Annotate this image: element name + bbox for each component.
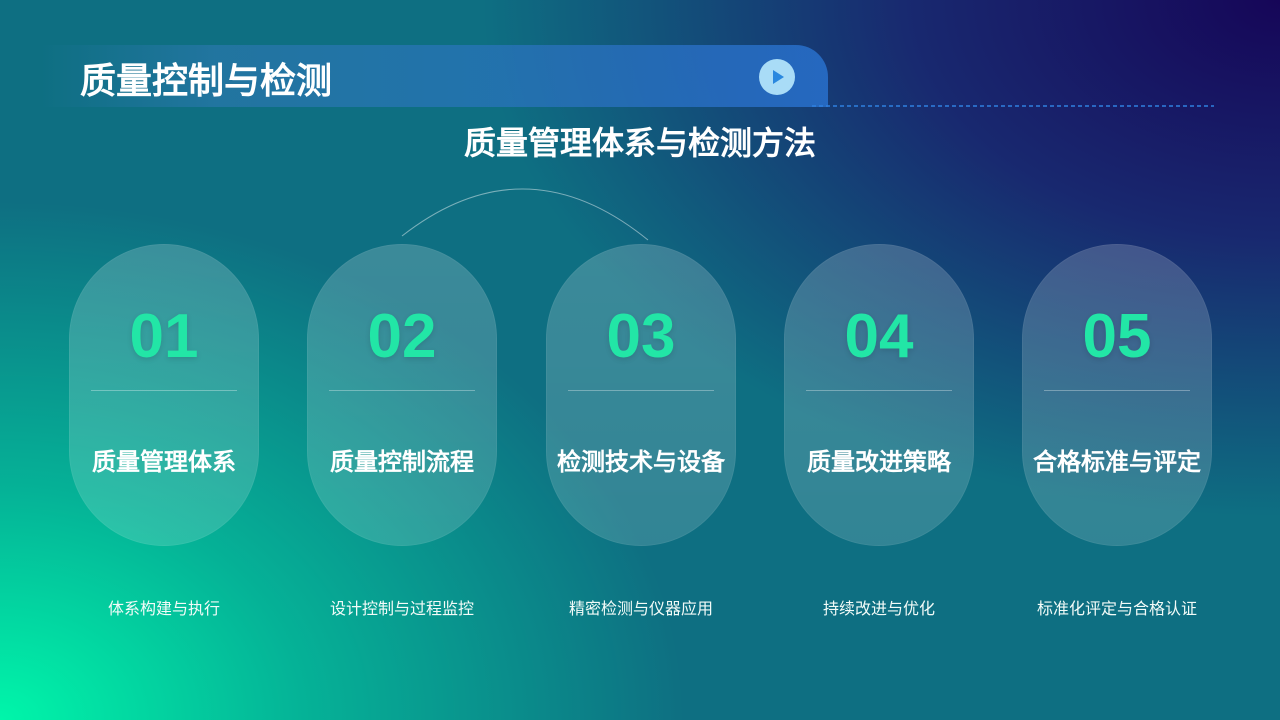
- step-title: 检测技术与设备: [557, 449, 725, 476]
- step-caption: 持续改进与优化: [822, 601, 935, 618]
- step-title: 合格标准与评定: [1033, 449, 1201, 476]
- step-card: 04 质量改进策略: [784, 244, 974, 546]
- step-number: 01: [129, 302, 199, 371]
- step-column: 01 质量管理体系 体系构建与执行: [69, 244, 259, 634]
- slide-subtitle: 质量管理体系与检测方法: [463, 125, 816, 161]
- step-column: 03 检测技术与设备 精密检测与仪器应用: [546, 244, 736, 634]
- decorative-arc: [401, 188, 649, 241]
- step-caption: 精密检测与仪器应用: [568, 601, 713, 618]
- header-dashed-divider: [812, 105, 1214, 107]
- page-title: 质量控制与检测: [80, 60, 333, 101]
- step-number: 05: [1082, 302, 1152, 371]
- step-card: 05 合格标准与评定: [1022, 244, 1212, 546]
- step-divider: [329, 390, 475, 391]
- step-column: 04 质量改进策略 持续改进与优化: [784, 244, 974, 634]
- step-caption: 体系构建与执行: [107, 601, 220, 618]
- step-number: 02: [367, 302, 437, 371]
- step-number: 04: [844, 302, 914, 371]
- step-divider: [91, 390, 237, 391]
- step-card: 01 质量管理体系: [69, 244, 259, 546]
- play-icon: [773, 70, 784, 84]
- step-title: 质量改进策略: [807, 449, 951, 476]
- step-number: 03: [606, 302, 676, 371]
- step-title: 质量管理体系: [92, 449, 236, 476]
- step-divider: [1044, 390, 1190, 391]
- step-divider: [806, 390, 952, 391]
- step-card: 02 质量控制流程: [307, 244, 497, 546]
- step-caption: 标准化评定与合格认证: [1036, 601, 1197, 618]
- step-title: 质量控制流程: [330, 449, 474, 476]
- step-caption: 设计控制与过程监控: [329, 601, 474, 618]
- step-divider: [568, 390, 714, 391]
- step-column: 02 质量控制流程 设计控制与过程监控: [307, 244, 497, 634]
- header-bar: [40, 45, 828, 107]
- step-card: 03 检测技术与设备: [546, 244, 736, 546]
- play-button[interactable]: [759, 59, 795, 95]
- step-column: 05 合格标准与评定 标准化评定与合格认证: [1022, 244, 1212, 634]
